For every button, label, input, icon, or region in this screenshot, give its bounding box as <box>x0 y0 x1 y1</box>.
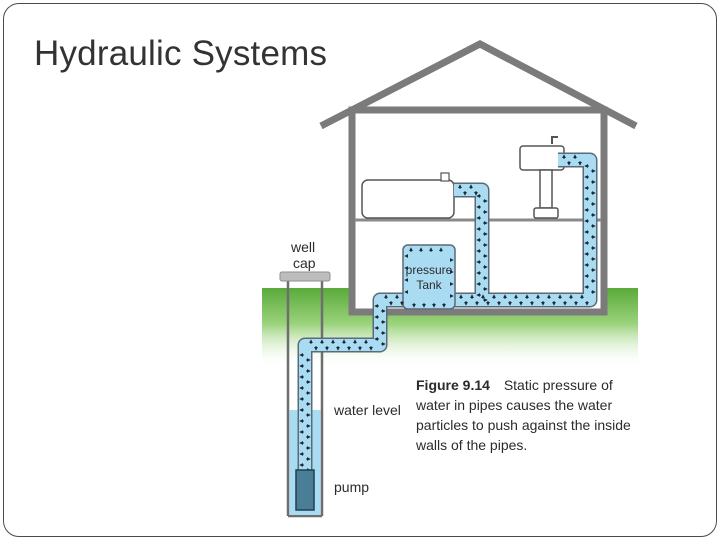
figure-caption-line1: Figure 9.14 Static pressure of <box>416 377 613 393</box>
water-pipe-branch-fill <box>454 184 488 300</box>
sink-icon <box>519 136 565 219</box>
figure-caption-line2: water in pipes causes the water <box>415 397 612 413</box>
figure-number: Figure 9.14 <box>416 377 490 393</box>
figure-caption-line3: particles to push against the inside <box>416 417 631 433</box>
water-level-label: water level <box>333 402 401 418</box>
figure-caption-line4: walls of the pipes. <box>415 437 527 453</box>
pressure-tank-label-line2: Tank <box>416 278 442 292</box>
well-cap-label-line1: well <box>290 239 315 255</box>
pump-label: pump <box>334 479 369 495</box>
slide: Hydraulic Systems <box>3 3 717 537</box>
pump-icon <box>295 469 315 511</box>
pipe-network <box>297 152 598 471</box>
well-cap <box>279 271 331 282</box>
house-roof <box>319 40 638 130</box>
figure-caption-text-line1: Static pressure of <box>504 377 613 393</box>
hydraulic-diagram: well cap pressure Tank water level pump … <box>262 40 638 518</box>
well-cap-label-line2: cap <box>293 255 316 271</box>
slide-title: Hydraulic Systems <box>34 34 328 73</box>
water-pipe-fill <box>299 154 596 471</box>
pressure-tank <box>402 244 456 310</box>
pressure-arrows <box>299 154 596 472</box>
pressure-tank-label-line1: pressure <box>406 263 453 277</box>
well-casing <box>286 279 324 518</box>
water-heater-icon <box>361 172 455 219</box>
